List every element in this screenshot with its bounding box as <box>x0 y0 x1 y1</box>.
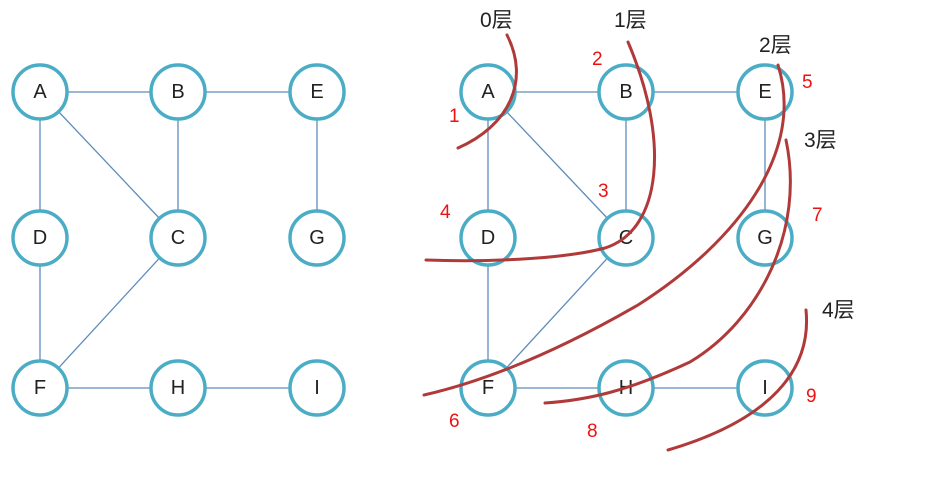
right-node-label-G: G <box>757 227 773 249</box>
left-node-circle-E <box>288 63 346 121</box>
order-number-B: 2 <box>592 49 603 70</box>
right-node-F: F <box>459 359 517 417</box>
left-node-I: I <box>288 359 346 417</box>
left-node-circle-D <box>11 209 69 267</box>
right-node-A: A <box>459 63 517 121</box>
layer-0-curve <box>456 33 518 150</box>
right-node-label-F: F <box>482 377 494 399</box>
left-node-circle-I <box>288 359 346 417</box>
left-edge-C-F <box>57 257 161 369</box>
right-node-circle-B <box>597 63 655 121</box>
order-number-G: 7 <box>812 205 823 226</box>
left-node-circle-H <box>149 359 207 417</box>
order-number-I: 9 <box>806 386 817 407</box>
left-node-F: F <box>11 359 69 417</box>
order-number-H: 8 <box>587 421 598 442</box>
right-node-D: D <box>459 209 517 267</box>
order-number-D: 4 <box>440 202 451 223</box>
left-node-E: E <box>288 63 346 121</box>
left-node-H: H <box>149 359 207 417</box>
layer-label-4: 4层 <box>822 299 855 322</box>
layer-label-2: 2层 <box>759 34 792 57</box>
left-graph: A B E D C G F H I <box>11 63 346 417</box>
left-node-B: B <box>149 63 207 121</box>
left-node-circle-C <box>149 209 207 267</box>
left-edge-A-C <box>58 111 160 219</box>
layer-label-3: 3层 <box>804 129 837 152</box>
layer-labels: 0层 1层 2层 3层 4层 <box>480 9 855 322</box>
order-number-A: 1 <box>449 106 460 127</box>
layer-curves <box>422 33 809 452</box>
left-node-circle-A <box>11 63 69 121</box>
layer-1-curve <box>424 40 657 263</box>
layer-4-curve <box>666 308 809 452</box>
right-node-label-B: B <box>619 81 632 103</box>
left-node-label-C: C <box>171 227 185 249</box>
right-node-circle-F <box>459 359 517 417</box>
left-node-label-I: I <box>314 377 320 399</box>
right-node-circle-D <box>459 209 517 267</box>
left-node-label-G: G <box>309 227 325 249</box>
left-node-label-A: A <box>33 81 47 103</box>
left-node-label-B: B <box>171 81 184 103</box>
order-number-E: 5 <box>802 72 813 93</box>
left-node-G: G <box>288 209 346 267</box>
layer-2-curve <box>422 63 786 397</box>
order-number-F: 6 <box>449 411 460 432</box>
left-node-label-D: D <box>33 227 47 249</box>
right-node-label-E: E <box>758 81 771 103</box>
visit-order-numbers: 1 2 3 4 5 6 7 8 9 <box>440 49 823 442</box>
right-node-label-I: I <box>762 377 768 399</box>
layer-label-1: 1层 <box>614 9 647 32</box>
left-node-label-H: H <box>171 377 185 399</box>
left-node-A: A <box>11 63 69 121</box>
right-node-B: B <box>597 63 655 121</box>
layer-3-curve <box>543 138 792 405</box>
right-node-I: I <box>736 359 794 417</box>
right-node-label-A: A <box>481 81 495 103</box>
right-edge-C-F <box>505 257 609 369</box>
left-node-circle-G <box>288 209 346 267</box>
right-node-E: E <box>736 63 794 121</box>
right-node-circle-E <box>736 63 794 121</box>
order-number-C: 3 <box>598 181 609 202</box>
right-node-label-D: D <box>481 227 495 249</box>
left-node-label-F: F <box>34 377 46 399</box>
left-node-label-E: E <box>310 81 323 103</box>
left-node-circle-F <box>11 359 69 417</box>
left-node-C: C <box>149 209 207 267</box>
layer-label-0: 0层 <box>480 9 513 32</box>
right-edge-A-C <box>506 111 608 219</box>
left-node-circle-B <box>149 63 207 121</box>
left-node-D: D <box>11 209 69 267</box>
right-node-circle-I <box>736 359 794 417</box>
